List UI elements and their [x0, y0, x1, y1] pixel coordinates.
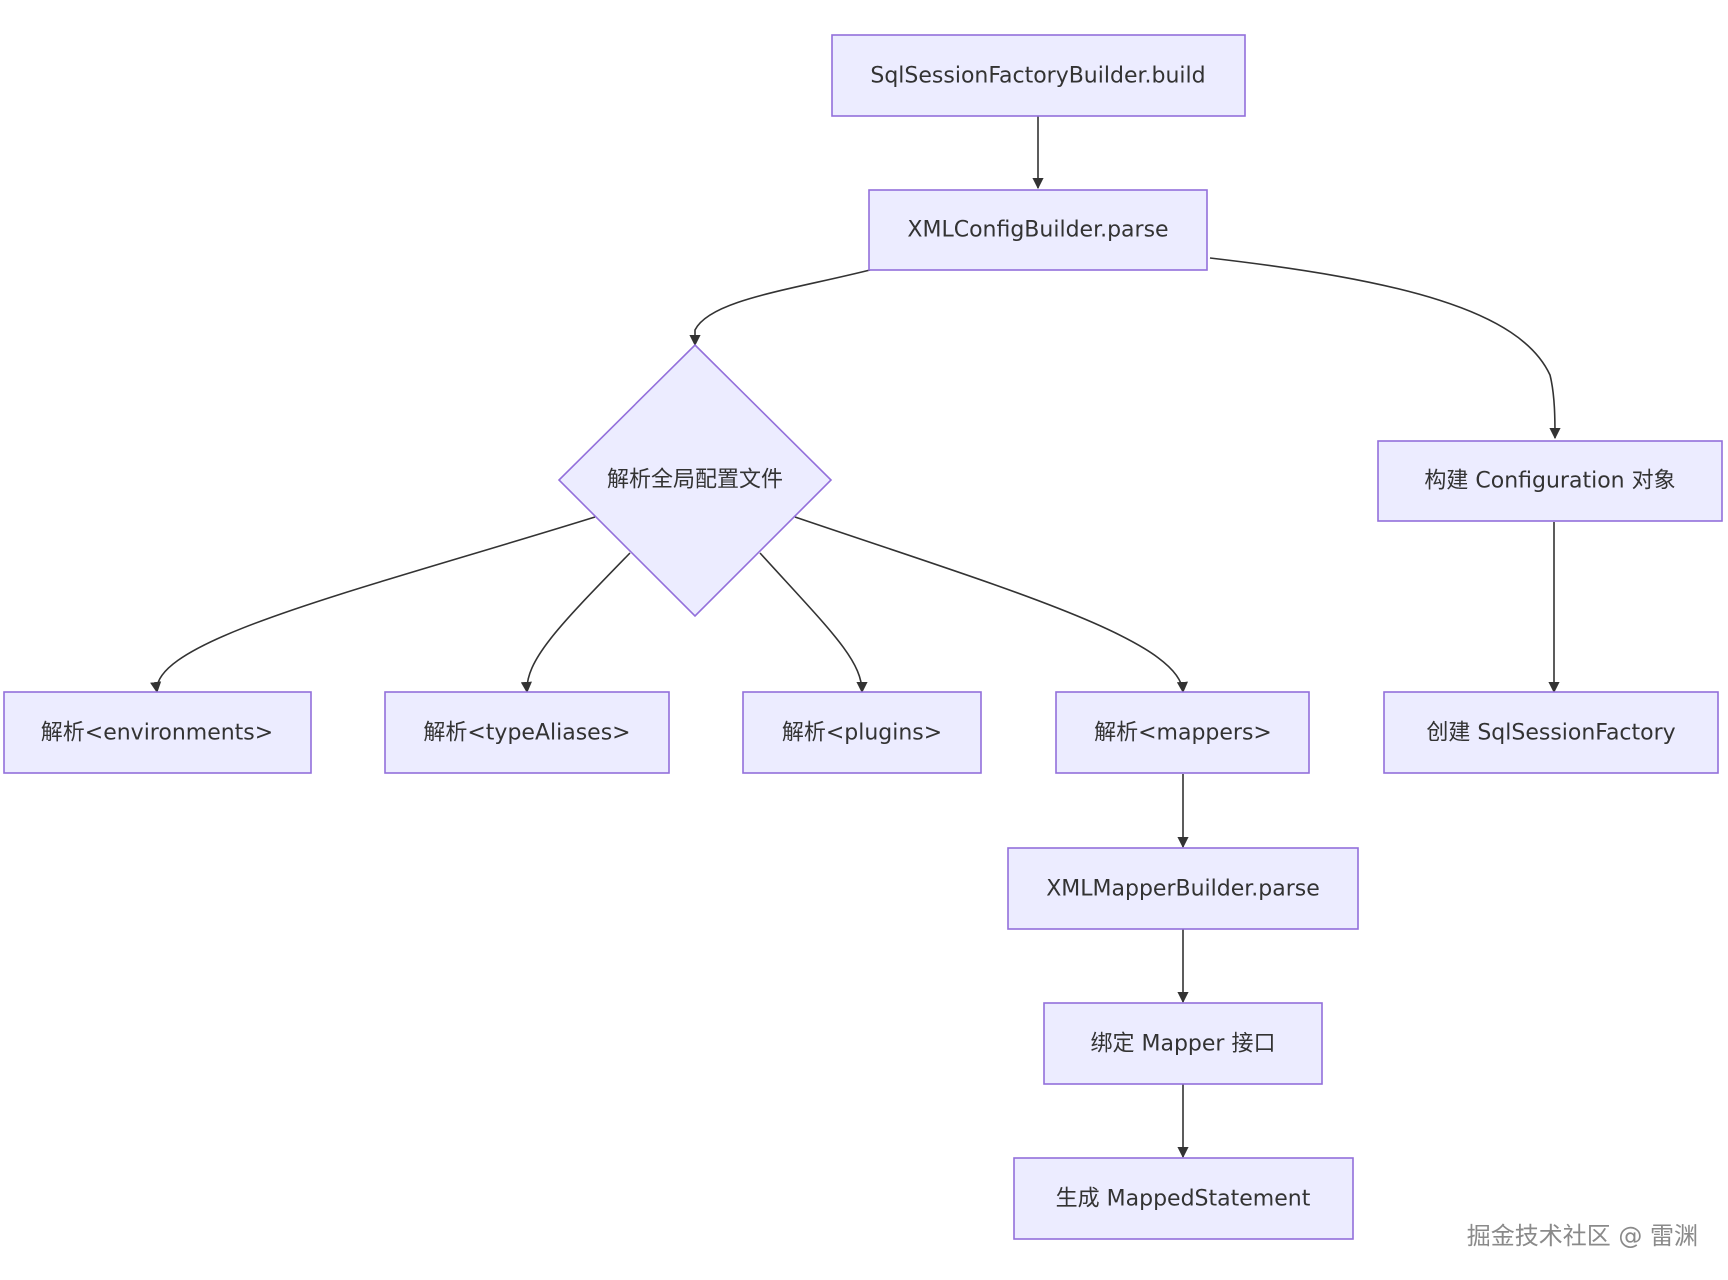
edge-parse-to-config	[1209, 257, 1561, 440]
node-label: 构建 Configuration 对象	[1424, 469, 1675, 494]
node-label: 解析<environments>	[41, 721, 273, 746]
node-label: 生成 MappedStatement	[1056, 1187, 1311, 1212]
node-label: XMLConfigBuilder.parse	[907, 218, 1168, 243]
node-parse-environments: 解析<environments>	[3, 691, 312, 774]
node-sqlsessionfactorybuilder-build: SqlSessionFactoryBuilder.build	[831, 34, 1246, 117]
edge-decision-to-mappers	[794, 516, 1188, 694]
node-xmlmapperbuilder-parse: XMLMapperBuilder.parse	[1007, 847, 1359, 930]
node-generate-mappedstatement: 生成 MappedStatement	[1013, 1157, 1354, 1240]
edge-decision-to-plugins	[759, 552, 868, 694]
node-bind-mapper-interface: 绑定 Mapper 接口	[1043, 1002, 1323, 1085]
node-parse-plugins: 解析<plugins>	[742, 691, 982, 774]
node-label: 解析<typeAliases>	[423, 721, 630, 746]
edge-parse-to-decision	[689, 269, 871, 347]
node-parse-mappers: 解析<mappers>	[1055, 691, 1310, 774]
node-label: XMLMapperBuilder.parse	[1046, 877, 1320, 902]
node-label: 解析<mappers>	[1094, 721, 1272, 746]
edge-decision-to-typealiases	[520, 552, 631, 694]
node-decision-parse-global-config: 解析全局配置文件	[557, 343, 833, 618]
node-xmlconfigbuilder-parse: XMLConfigBuilder.parse	[868, 189, 1208, 271]
node-build-configuration: 构建 Configuration 对象	[1377, 440, 1723, 522]
watermark-text: 掘金技术社区 @ 雷渊	[1467, 1222, 1698, 1250]
node-label: SqlSessionFactoryBuilder.build	[870, 64, 1205, 89]
edges	[150, 116, 1561, 1159]
node-parse-typealiases: 解析<typeAliases>	[384, 691, 670, 774]
node-label: 解析<plugins>	[782, 721, 942, 746]
node-label: 绑定 Mapper 接口	[1091, 1032, 1276, 1057]
node-label: 解析全局配置文件	[607, 468, 783, 493]
node-create-sqlsessionfactory: 创建 SqlSessionFactory	[1383, 691, 1719, 774]
node-label: 创建 SqlSessionFactory	[1426, 721, 1675, 746]
edge-decision-to-environments	[150, 516, 596, 694]
